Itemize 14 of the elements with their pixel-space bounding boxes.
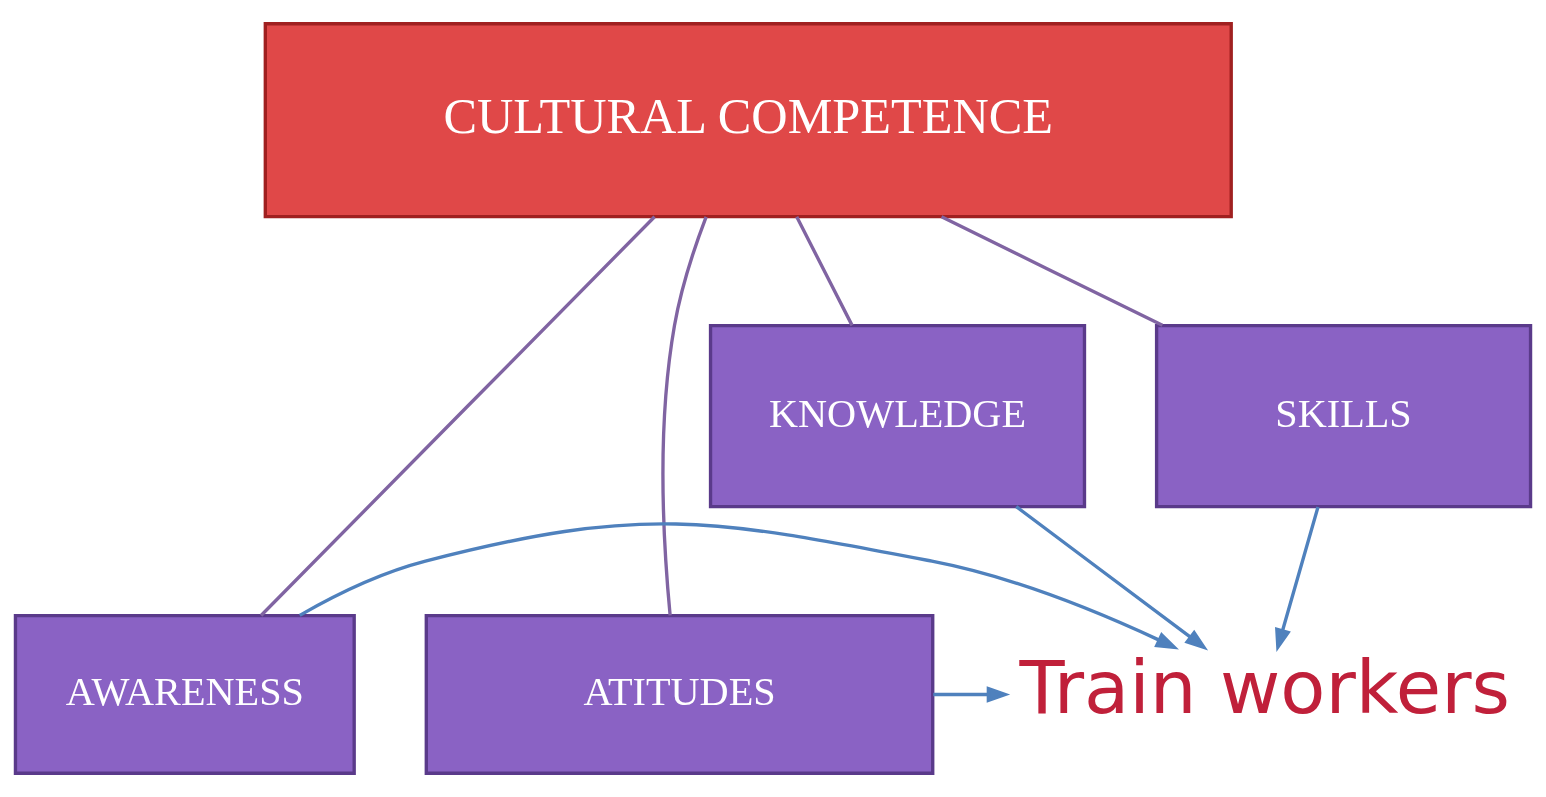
connector (795, 216, 854, 327)
connector (259, 215, 656, 617)
node-box: ATITUDES (424, 614, 935, 775)
connector (940, 215, 1164, 327)
arrow (1015, 505, 1209, 651)
connector (661, 216, 708, 616)
node-box: SKILLS (1154, 323, 1533, 509)
node-text: Train workers (1019, 645, 1510, 731)
arrow (298, 522, 1179, 650)
node-box: CULTURAL COMPETENCE (263, 22, 1233, 219)
node-box: AWARENESS (13, 614, 356, 775)
node-box: KNOWLEDGE (708, 323, 1087, 509)
arrow (1275, 506, 1320, 652)
arrow (933, 686, 1011, 703)
